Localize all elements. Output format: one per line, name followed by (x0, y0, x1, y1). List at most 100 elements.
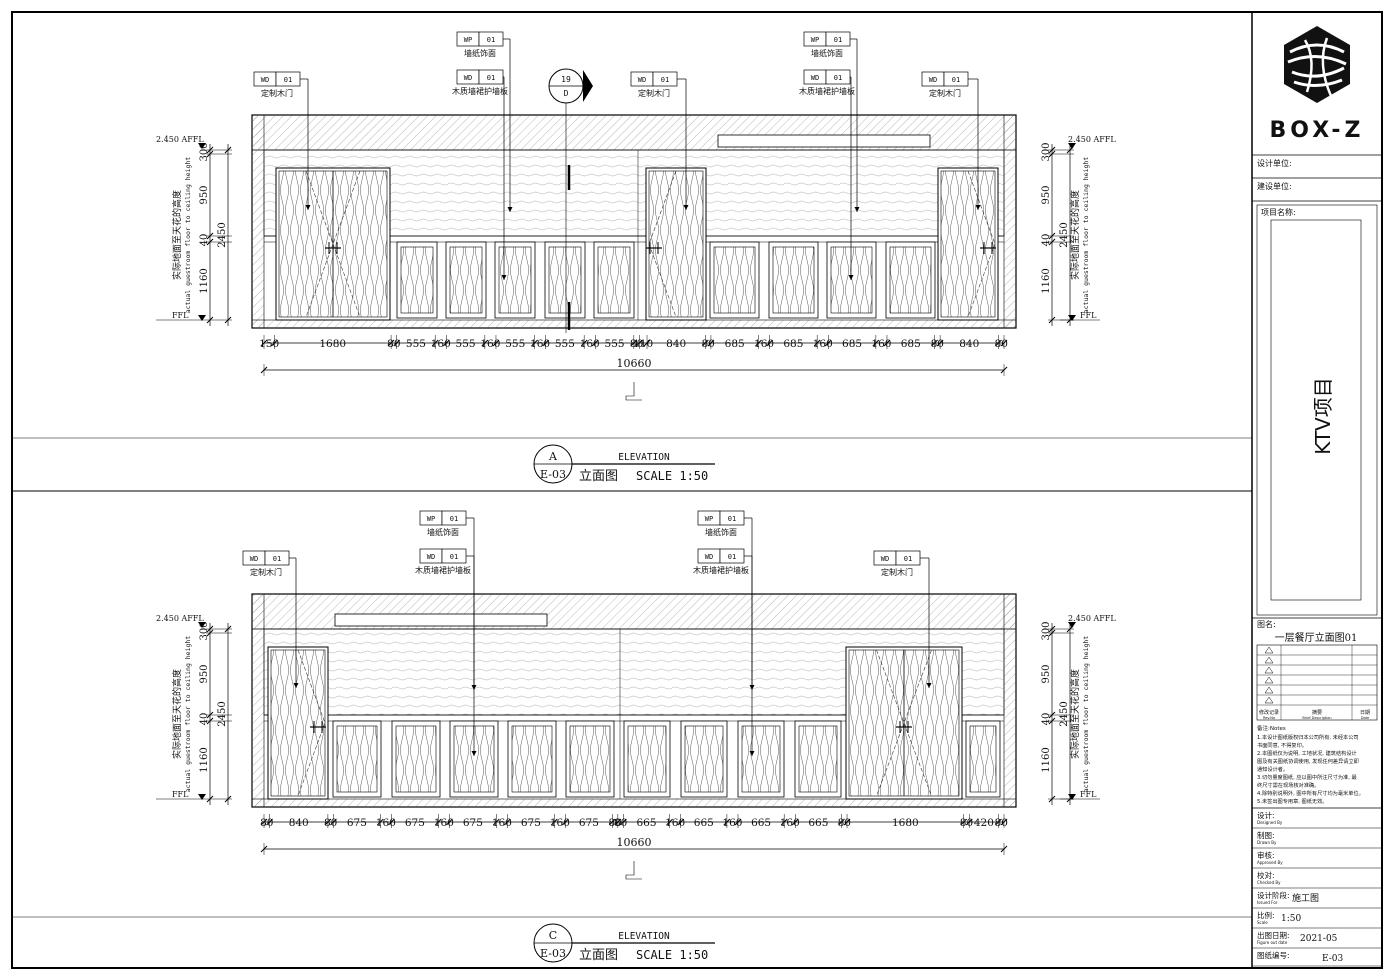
leader-arrow (471, 751, 477, 756)
tag-code: WP (705, 515, 713, 523)
title-letter: C (549, 929, 557, 942)
level-marker-top (198, 143, 206, 149)
horizontal-dim-value: 80 (931, 338, 944, 350)
horizontal-dim-value: 160 (754, 338, 774, 350)
design-stage-value: 施工图 (1292, 892, 1319, 904)
right-wall-section (1003, 114, 1017, 329)
level-marker-bottom (1068, 315, 1076, 321)
horizontal-dim-value: 665 (808, 817, 828, 829)
horizontal-dim-value: 80 (630, 338, 643, 350)
title-cn: 立面图 (579, 469, 618, 484)
tag-code: WP (811, 36, 819, 44)
horizontal-dim-value: 555 (505, 338, 525, 350)
notes-title: 备注:Notes (1257, 724, 1286, 732)
horizontal-dim-value: 685 (901, 338, 921, 350)
title-letter: A (548, 450, 558, 463)
tag-description: 定制木门 (929, 88, 961, 98)
revision-delta-icon (1264, 686, 1274, 694)
ceiling-light-slot (717, 134, 931, 148)
construction-unit-label: 建设单位: (1257, 181, 1292, 191)
note-line: 2.本图纸仅为说明, 工地状况, 建筑结构设计 (1257, 749, 1357, 757)
horizontal-dim-value: 665 (751, 817, 771, 829)
title-block: BOX-Z 设计单位: 建设单位: 项目名称: KTV项目 图名: 一层餐厅立面… (1252, 26, 1382, 967)
horizontal-dim-value: 685 (783, 338, 803, 350)
revision-delta-icon (1264, 656, 1274, 664)
vertical-dim-value: 950 (199, 185, 210, 204)
revision-delta-icon (1264, 646, 1274, 654)
checked-by-label-en: Checked By (1257, 880, 1281, 885)
issue-date-label-en: Figure out date (1257, 940, 1288, 945)
level-bottom-label: FFL (172, 311, 189, 320)
break-symbol (625, 382, 642, 401)
brand-name: BOX-Z (1270, 118, 1365, 143)
tag-code: WD (464, 74, 472, 82)
side-label-en: actual guestroom floor to ceiling height (184, 636, 192, 793)
designed-by-label: 设计: (1257, 810, 1275, 820)
note-line: 3.切勿量度图纸, 应以图中所注尺寸为准, 最 (1257, 773, 1357, 781)
wainscot-panel-inset (741, 725, 781, 793)
note-line: 5.未签出图专用章, 图纸无效。 (1257, 797, 1328, 805)
wainscot-panel-inset (969, 725, 997, 793)
tag-number: 01 (661, 76, 669, 84)
horizontal-dim-value: 1680 (892, 817, 919, 829)
revision-delta-icon (1264, 676, 1274, 684)
tag-number: 01 (487, 74, 495, 82)
horizontal-dim-value: 80 (387, 338, 400, 350)
wainscot-panel-inset (336, 725, 378, 793)
tag-description: 木质墙裙护墙板 (799, 86, 855, 96)
horizontal-dim-value: 160 (722, 817, 742, 829)
total-width-value: 10660 (617, 357, 652, 370)
tag-number: 01 (952, 76, 960, 84)
side-label-cn: 实际地面至天花的高度 (171, 190, 183, 280)
leader-arrow (293, 683, 299, 688)
sheet-number-value: E-03 (1322, 954, 1344, 964)
tag-code: WD (427, 553, 435, 561)
floor-slab (251, 798, 1017, 808)
revision-header: 日期 (1360, 710, 1370, 716)
scale-value: 1:50 (1281, 914, 1301, 924)
title-scale: SCALE 1:50 (636, 948, 708, 962)
wainscot-panel-inset (511, 725, 553, 793)
horizontal-dim-value: 555 (555, 338, 575, 350)
note-line: 通知设计者。 (1257, 765, 1288, 773)
section-marker-top: 19 (561, 75, 571, 84)
checked-by-label: 校对: (1257, 870, 1275, 880)
sheet-border (11, 11, 1383, 969)
horizontal-dim-value: 80 (995, 338, 1008, 350)
tag-number: 01 (904, 555, 912, 563)
tag-description: 墙纸饰面 (705, 527, 737, 537)
design-stage-label: 设计阶段: (1257, 890, 1290, 900)
vertical-dim-value: 40 (199, 713, 210, 726)
level-marker-top (1068, 143, 1076, 149)
issue-date-label: 出图日期: (1257, 930, 1290, 940)
level-top-label: 2.450 AFFL (1068, 614, 1116, 623)
wainscot-panel-inset (889, 246, 932, 314)
dim-tick (224, 795, 232, 803)
left-wall-section (251, 114, 265, 329)
door-leaf (940, 170, 996, 318)
project-name: KTV项目 (1311, 377, 1335, 454)
horizontal-dim-value: 160 (480, 338, 500, 350)
title-sheet: E-03 (540, 468, 566, 481)
dim-tick (224, 625, 232, 633)
horizontal-dim-value: 685 (725, 338, 745, 350)
title-en: ELEVATION (618, 931, 670, 942)
wainscot-panel-inset (597, 246, 631, 314)
door-swing-mark (332, 170, 361, 318)
horizontal-dim-value: 675 (347, 817, 367, 829)
design-stage-label-en: Issued For (1257, 900, 1278, 905)
door-leaf (648, 170, 704, 318)
revision-table-frame (1256, 644, 1378, 721)
leader-arrow (683, 205, 689, 210)
sheet-number-label: 图纸编号: (1257, 950, 1290, 960)
vertical-dim-value: 950 (199, 664, 210, 683)
scale-label: 比例: (1257, 910, 1275, 920)
side-label-cn: 实际地面至天花的高度 (171, 669, 183, 759)
floor-slab (251, 319, 1017, 329)
